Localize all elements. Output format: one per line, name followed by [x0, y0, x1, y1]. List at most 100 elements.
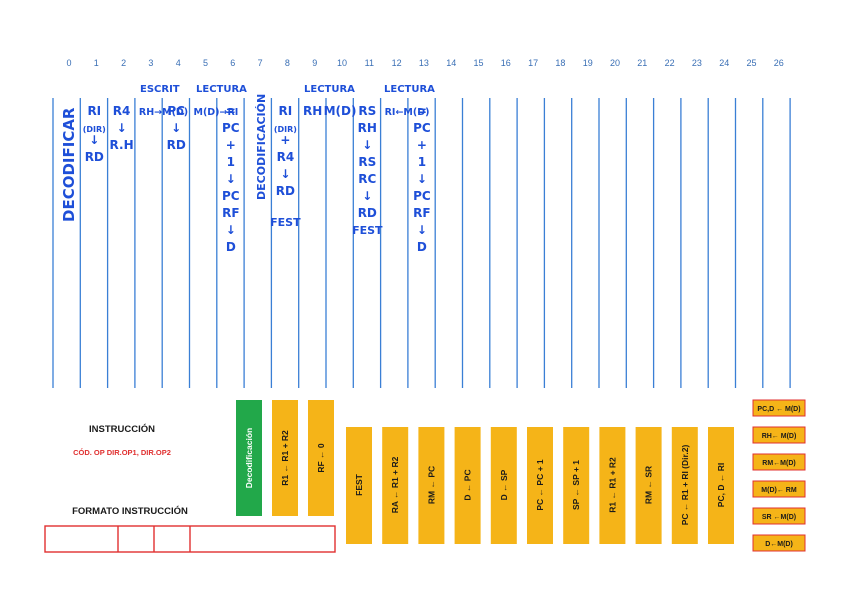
microstep-text: RD [358, 206, 377, 220]
column-number: 17 [528, 58, 538, 68]
mem-op-box-r6: D←M(D) [752, 534, 806, 552]
microstep-text: RF [222, 206, 239, 220]
column-number: 8 [285, 58, 290, 68]
microstep-text: = [226, 104, 236, 118]
op-box-pcri: PC ← R1 + RI (Dir.2) [671, 427, 698, 544]
mem-op-box-r3: RM←M(D) [752, 453, 806, 471]
microstep-text: ↓ [362, 138, 372, 152]
microstep-text: ↓ [226, 223, 236, 237]
microstep-text: ↓ [89, 133, 99, 147]
op-box-dsp: D ← SP [490, 427, 517, 544]
microstep-text: 1 [418, 155, 426, 169]
header-lectura-3: LECTURA [384, 84, 435, 95]
microstep-text: PC [222, 189, 240, 203]
op-box-label: R1 ← R1 + R2 [280, 430, 290, 486]
microstep-column-0: DECODIFICAR [60, 107, 78, 222]
memory-operation-boxes: PC,D ← M(D) RH← M(D) RM←M(D) M(D)← RM SR ←M(… [752, 399, 806, 552]
microstep-text: R4 [113, 104, 131, 118]
vertical-note: DECODIFICACIÓN [255, 94, 268, 200]
op-box-label: D ← SP [499, 469, 509, 500]
column-number: 18 [555, 58, 565, 68]
column-number: 12 [392, 58, 402, 68]
column-number: 7 [258, 58, 263, 68]
column-number: 11 [365, 58, 374, 68]
microstep-text: R.H [110, 138, 134, 152]
mem-op-label: SR ←M(D) [762, 514, 796, 521]
microstep-text: RD [276, 184, 295, 198]
microstep-column-10: M(D) [324, 104, 357, 118]
microstep-text: (DIR) [83, 125, 106, 134]
column-number: 16 [501, 58, 511, 68]
column-number: 1 [94, 58, 99, 68]
column-number: 22 [665, 58, 675, 68]
mem-op-label: RM←M(D) [762, 460, 795, 467]
column-number: 23 [692, 58, 702, 68]
column-number: 15 [473, 58, 483, 68]
column-number: 10 [337, 58, 347, 68]
microstep-text: + [226, 138, 236, 152]
op-box-label: PC ← PC + 1 [535, 459, 545, 511]
microstep-text: PC [222, 121, 240, 135]
header-lectura-1: LECTURA [196, 84, 247, 95]
microstep-column-9: RH [303, 104, 322, 118]
vertical-note: DECODIFICAR [60, 107, 78, 222]
microstep-text: RI [279, 104, 293, 118]
column-number: 2 [121, 58, 126, 68]
instruction-title: INSTRUCCIÓN [89, 423, 155, 435]
op-box-decod: Decodificación [236, 400, 262, 516]
column-number: 4 [176, 58, 181, 68]
microstep-text: ↓ [417, 223, 427, 237]
mem-op-box-r1: PC,D ← M(D) [752, 399, 806, 417]
mem-op-label: RH← M(D) [762, 433, 797, 440]
column-number: 6 [230, 58, 235, 68]
format-title: FORMATO INSTRUCCIÓN [72, 505, 188, 517]
op-box-pcinc: PC ← PC + 1 [527, 427, 553, 544]
column-number: 20 [610, 58, 620, 68]
op-box-label: R1 ← R1 + R2 [607, 457, 617, 513]
op-box-label: PC, D ← RI [716, 463, 726, 507]
microstep-column-4: PC↓RD [167, 104, 186, 152]
op-box-label: PC ← R1 + RI (Dir.2) [680, 445, 690, 526]
format-fields [44, 525, 336, 553]
column-number: 25 [746, 58, 756, 68]
microstep-text: RS [358, 155, 376, 169]
microstep-text: FEST [352, 224, 383, 237]
microstep-text: RD [167, 138, 186, 152]
instruction-block: INSTRUCCIÓN CÓD. OP DIR.OP1, DIR.OP2 FOR… [44, 423, 336, 553]
microstep-column-12: RI←M(D) [385, 107, 430, 118]
microstep-text: + [417, 138, 427, 152]
header-escrit: ESCRIT [140, 84, 180, 95]
op-box-r1r2: R1 ← R1 + R2 [599, 427, 626, 544]
mem-op-box-r4: M(D)← RM [752, 480, 806, 498]
microstep-text: = [417, 104, 427, 118]
microstep-text: RC [358, 172, 376, 186]
column-number: 5 [203, 58, 208, 68]
op-box-label: RA ← R1 + R2 [390, 456, 400, 513]
microstep-column-5: M(D)→RI [194, 107, 239, 118]
mem-op-box-r2: RH← M(D) [752, 426, 806, 444]
microstep-text: ↓ [117, 121, 127, 135]
microstep-text: ↓ [417, 172, 427, 186]
op-box-label: Decodificación [244, 428, 254, 488]
microstep-text: + [280, 133, 290, 147]
mem-op-label: PC,D ← M(D) [757, 406, 800, 413]
op-box-label: RM ← PC [426, 466, 436, 504]
microstep-column-2: R4 ↓ R.H [110, 104, 134, 152]
microstep-text: RI [87, 104, 101, 118]
op-box-ra: RA ← R1 + R2 [382, 427, 409, 544]
mem-op-label: M(D)← RM [761, 487, 797, 494]
microstep-text: ↓ [280, 167, 290, 181]
mem-op-label: D←M(D) [765, 541, 793, 548]
op-box-label: FEST [354, 473, 364, 496]
op-box-rmsr: RM ← SR [635, 427, 662, 544]
column-number: 24 [719, 58, 729, 68]
column-number: 19 [583, 58, 593, 68]
microstep-text: ↓ [226, 172, 236, 186]
